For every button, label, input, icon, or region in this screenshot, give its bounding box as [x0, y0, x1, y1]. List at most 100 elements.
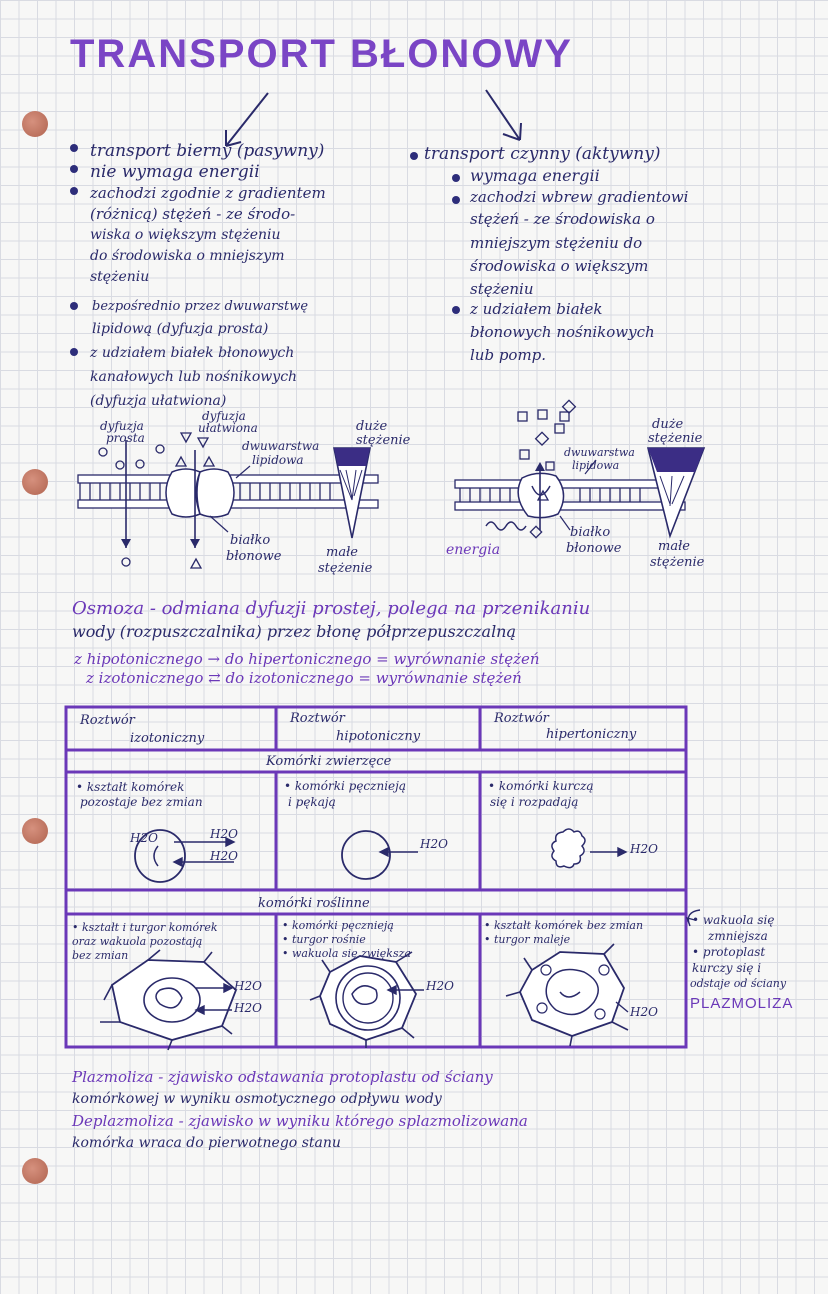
passive-transport-diagram	[77, 432, 379, 569]
protein-label: białko	[230, 533, 271, 548]
animal-hypertonic-text: • komórki kurczą	[488, 779, 594, 793]
animal-hypertonic-text: się i rozpadają	[490, 795, 579, 809]
column-header: izotoniczny	[130, 731, 205, 746]
animal-hypotonic-text: • komórki pęcznieją	[284, 779, 407, 793]
side-note: zmniejsza	[708, 929, 768, 943]
osmosis-definition: Osmoza - odmiana dyfuzji prostej, polega…	[72, 598, 591, 619]
water-label: H2O	[420, 837, 448, 851]
high-concentration-label: stężenie	[648, 431, 703, 446]
bullet	[410, 152, 418, 160]
deplasmolysis-definition: komórka wraca do pierwotnego stanu	[72, 1135, 341, 1151]
bullet	[452, 306, 460, 314]
column-header: Roztwór	[494, 711, 549, 726]
bullet	[452, 196, 460, 204]
column-header: hipotoniczny	[336, 729, 421, 744]
protein-label: błonowe	[566, 541, 622, 556]
energy-label: energia	[446, 542, 501, 558]
deplasmolysis-definition: Deplazmoliza - zjawisko w wyniku którego…	[72, 1112, 528, 1130]
active-point: stężeniu	[470, 280, 534, 298]
passive-point: nie wymaga energii	[90, 162, 260, 182]
plant-hypertonic-text: • turgor maleje	[484, 933, 571, 946]
osmosis-definition: wody (rozpuszczalnika) przez błonę półpr…	[72, 622, 517, 641]
binder-hole	[22, 818, 48, 844]
active-proteins-text: lub pomp.	[470, 346, 547, 364]
low-concentration-label: małe	[326, 545, 358, 560]
high-concentration-label: stężenie	[356, 433, 411, 448]
binder-hole	[22, 469, 48, 495]
facilitated-diffusion-label: ułatwiona	[198, 421, 258, 435]
protein-label: błonowe	[226, 549, 282, 564]
active-proteins-text: z udziałem białek	[470, 300, 603, 318]
simple-diffusion-text: lipidową (dyfuzja prosta)	[92, 321, 269, 337]
facilitated-text: z udziałem białek błonowych	[90, 345, 295, 361]
bilayer-label: lipidowa	[252, 453, 304, 467]
bilayer-label: dwuwarstwa	[564, 446, 635, 459]
side-note: kurczy się i	[692, 961, 762, 975]
plant-isotonic-text: oraz wakuola pozostają	[72, 935, 203, 948]
bullet	[70, 144, 78, 152]
passive-point: zachodzi zgodnie z gradientem	[90, 184, 326, 202]
bullet	[70, 348, 78, 356]
passive-point: (różnicą) stężeń - ze środo-	[90, 205, 296, 223]
water-label: H2O	[426, 979, 454, 993]
low-concentration-label: stężenie	[650, 555, 705, 570]
plant-hypotonic-text: • komórki pęcznieją	[282, 919, 394, 932]
animal-hypotonic-text: i pękają	[288, 795, 336, 809]
plant-cells-heading: komórki roślinne	[258, 896, 370, 911]
active-proteins-text: błonowych nośnikowych	[470, 323, 655, 341]
water-label: H2O	[130, 831, 158, 845]
active-point: zachodzi wbrew gradientowi	[470, 188, 689, 206]
low-concentration-label: małe	[658, 539, 690, 554]
active-heading: transport czynny (aktywny)	[424, 144, 661, 164]
side-note: odstaje od ściany	[690, 977, 787, 990]
water-label: H2O	[210, 827, 238, 841]
passive-heading: transport bierny (pasywny)	[90, 141, 325, 161]
facilitated-text: (dyfuzja ułatwiona)	[90, 393, 227, 409]
bullet	[452, 174, 460, 182]
water-label: H2O	[630, 842, 658, 856]
simple-diffusion-label: dyfuzja	[100, 419, 144, 433]
water-label: H2O	[210, 849, 238, 863]
bilayer-label: dwuwarstwa	[242, 439, 320, 453]
facilitated-diffusion-label: dyfuzja	[202, 409, 246, 423]
low-concentration-label: stężenie	[318, 561, 373, 576]
plant-isotonic-text: • kształt i turgor komórek	[72, 921, 218, 934]
active-point: środowiska o większym	[470, 257, 649, 275]
column-header: hipertoniczny	[546, 727, 637, 742]
animal-isotonic-text: • kształt komórek	[76, 780, 185, 794]
plant-hypotonic-text: • wakuola się zwiększa	[282, 947, 411, 960]
plasmolysis-definition: Plazmoliza - zjawisko odstawania protopl…	[72, 1068, 493, 1086]
simple-diffusion-label: prosta	[106, 431, 145, 445]
plant-hypertonic-text: • kształt komórek bez zmian	[484, 919, 644, 932]
high-concentration-label: duże	[356, 419, 388, 434]
osmosis-rule: z izotonicznego ⇄ do izotonicznego = wyr…	[86, 669, 522, 687]
bilayer-label: lipidowa	[572, 459, 620, 472]
facilitated-text: kanałowych lub nośnikowych	[90, 369, 298, 385]
protein-label: białko	[570, 525, 611, 540]
side-note: • wakuola się	[692, 913, 775, 927]
animal-cells-heading: Komórki zwierzęce	[266, 754, 392, 769]
passive-point: do środowiska o mniejszym	[90, 248, 285, 264]
passive-point: stężeniu	[90, 269, 150, 285]
binder-hole	[22, 1158, 48, 1184]
column-header: Roztwór	[290, 711, 345, 726]
side-note: • protoplast	[692, 945, 766, 959]
active-point: wymaga energii	[470, 166, 600, 185]
animal-isotonic-text: pozostaje bez zmian	[80, 795, 203, 809]
page-title: TRANSPORT BŁONOWY	[70, 32, 573, 76]
passive-point: wiska o większym stężeniu	[90, 227, 281, 243]
binder-hole	[22, 111, 48, 137]
bullet	[70, 187, 78, 195]
bullet	[70, 302, 78, 310]
column-header: Roztwór	[80, 713, 135, 728]
water-label: H2O	[234, 1001, 262, 1015]
simple-diffusion-text: bezpośrednio przez dwuwarstwę	[92, 299, 309, 314]
plant-isotonic-text: bez zmian	[72, 949, 129, 962]
plasmolysis-label: PLAZMOLIZA	[690, 995, 794, 1012]
active-transport-diagram	[454, 399, 706, 539]
title-arrows	[225, 89, 522, 147]
plasmolysis-definition: komórkowej w wyniku osmotycznego odpływu…	[72, 1091, 442, 1107]
